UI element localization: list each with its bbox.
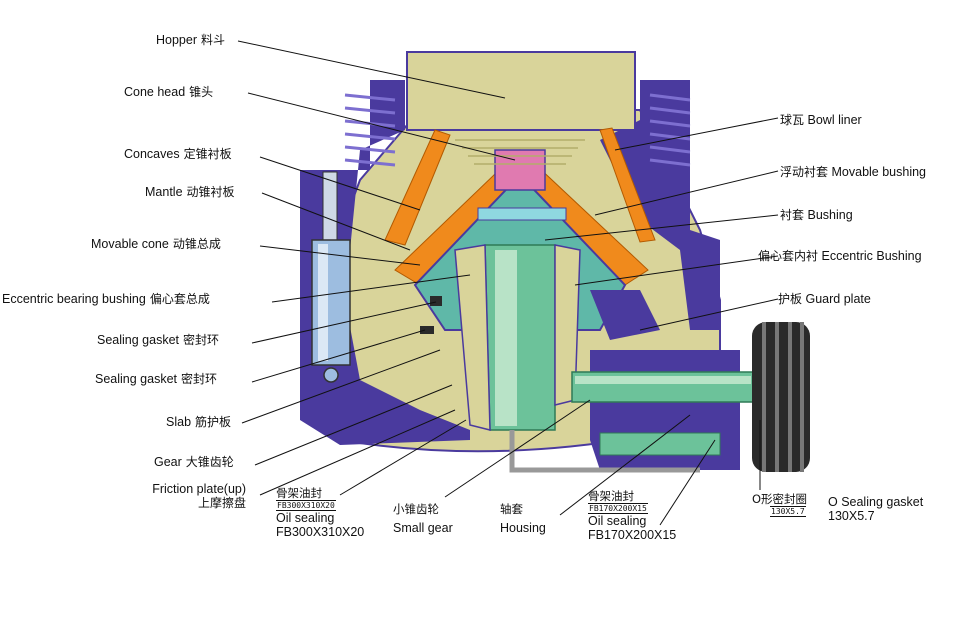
eccentric-bushing-left — [454, 244, 491, 431]
label-small-gear: 小锥齿轮 Small gear — [393, 502, 453, 536]
cone-head — [494, 149, 546, 191]
label-housing: 轴套 Housing — [500, 502, 546, 536]
countershaft-highlight — [575, 376, 751, 384]
guard-plate — [590, 290, 660, 340]
hopper — [406, 51, 636, 131]
label-friction-plate: Friction plate(up) 上摩擦盘 — [152, 482, 247, 510]
spring-right — [649, 93, 691, 167]
label-o-sealing-gasket: O Sealing gasket 130X5.7 — [828, 495, 924, 523]
cyan-plate — [477, 207, 567, 221]
label-oil-sealing-300: 骨架油封 FB300X310X20 Oil sealing FB300X310X… — [276, 486, 365, 539]
concave-right — [599, 127, 656, 243]
sealing-gasket-1 — [430, 296, 442, 306]
sealing-gasket-2 — [420, 326, 434, 334]
label-eccentric-bushing: 偏心套内衬 Eccentric Bushing — [758, 249, 922, 263]
oil-pipe — [509, 430, 700, 473]
label-bushing: 衬套 Bushing — [780, 208, 853, 222]
label-o-ring-zh: O形密封圈 130X5.7 — [752, 492, 808, 517]
concave-left — [384, 129, 451, 246]
label-oil-sealing-170: 骨架油封 FB170X200X15 Oil sealing FB170X200X… — [588, 489, 677, 542]
main-frame-right — [600, 80, 720, 330]
label-movable-bushing: 浮动衬套 Movable bushing — [780, 165, 927, 179]
label-guard-plate: 护板 Guard plate — [778, 292, 871, 306]
leader-lines — [237, 40, 779, 526]
pulley — [752, 322, 810, 472]
feed-plate-lines — [455, 139, 585, 165]
label-bowl-liner: 球瓦 Bowl liner — [780, 113, 862, 127]
lower-shaft — [599, 432, 721, 456]
main-shaft-highlight — [495, 250, 517, 426]
hydraulic-cylinder — [311, 171, 351, 383]
